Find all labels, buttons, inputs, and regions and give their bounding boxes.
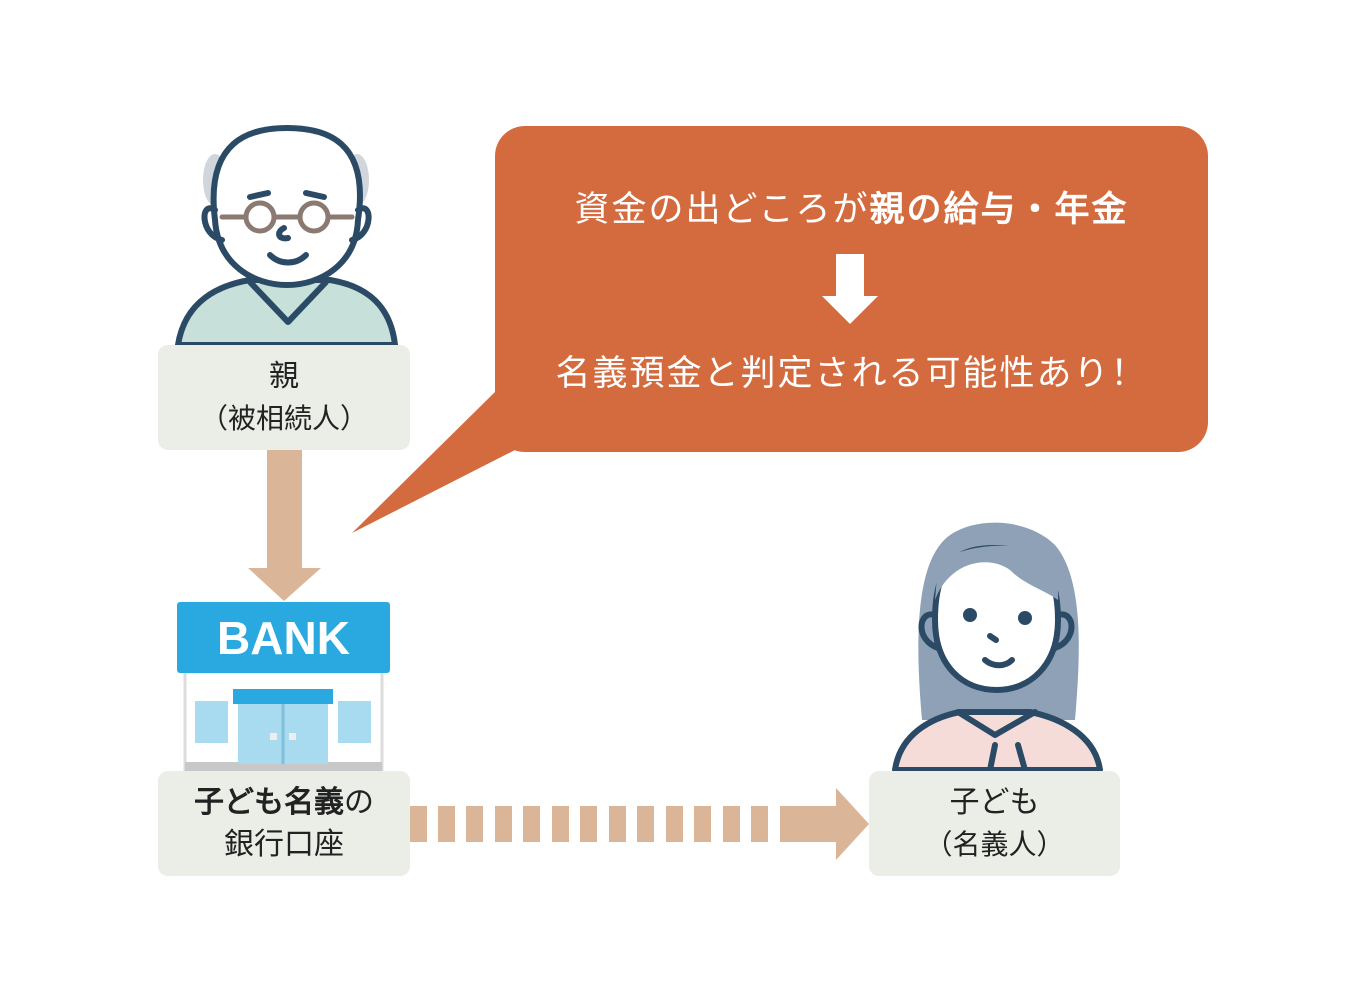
bank-label-suffix: の <box>344 784 374 820</box>
child-label: 子ども （名義人） <box>869 771 1120 876</box>
parent-label-line2: （被相続人） <box>199 401 368 435</box>
bubble-line1-bold: 親の給与・年金 <box>869 190 1129 230</box>
bank-sign-text: BANK <box>217 611 350 664</box>
bank-label-bold: 子ども名義 <box>194 784 344 820</box>
parent-illustration <box>175 125 398 348</box>
parent-to-bank-arrow <box>248 450 321 601</box>
bubble-line2: 名義預金と判定される可能性あり！ <box>555 354 1148 394</box>
bank-building-illustration <box>183 670 384 772</box>
parent-label-line1: 親 <box>269 358 299 394</box>
parent-label: 親 （被相続人） <box>158 345 410 450</box>
child-label-line1: 子ども <box>949 784 1040 820</box>
bank-account-label-line1: 子ども名義の <box>194 782 374 824</box>
bank-to-child-dashed-arrow <box>410 788 869 860</box>
child-illustration <box>892 522 1103 773</box>
bank-account-label: 子ども名義の 銀行口座 <box>158 771 410 876</box>
bank-sign: BANK <box>177 602 390 673</box>
bank-account-label-line2: 銀行口座 <box>224 826 344 862</box>
down-arrow-icon <box>822 254 878 324</box>
child-label-line2: （名義人） <box>924 827 1065 861</box>
bubble-line1-normal: 資金の出どころが <box>574 190 870 230</box>
bubble-line1: 資金の出どころが親の給与・年金 <box>495 181 1208 232</box>
